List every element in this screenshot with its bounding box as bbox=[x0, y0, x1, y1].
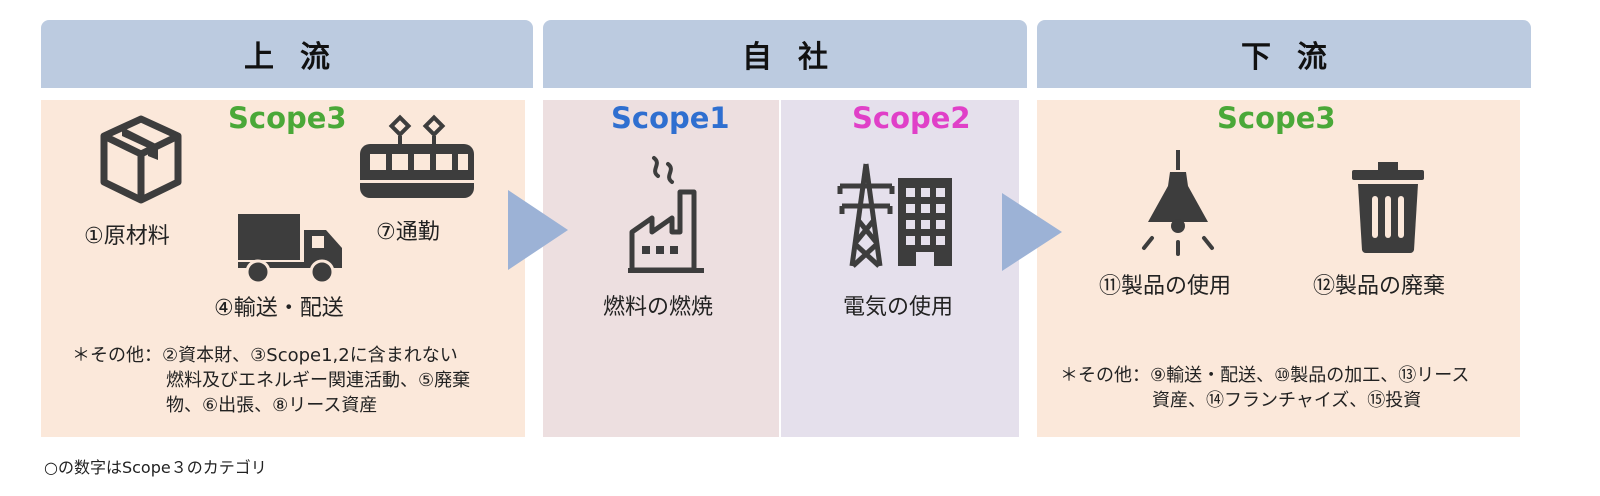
header-downstream: 下流 bbox=[1037, 20, 1531, 88]
scope3-label-downstream: Scope3 bbox=[1217, 101, 1336, 135]
item-product-disposal: ⑫製品の廃棄 bbox=[1313, 274, 1446, 299]
header-upstream: 上流 bbox=[41, 20, 533, 88]
trash-can-icon bbox=[1352, 162, 1424, 253]
item-commute: ⑦通勤 bbox=[376, 220, 440, 245]
scope2-label: Scope2 bbox=[852, 101, 971, 135]
item-electricity-use: 電気の使用 bbox=[843, 295, 954, 320]
scope1-label: Scope1 bbox=[611, 101, 730, 135]
factory-icon bbox=[628, 156, 704, 273]
downstream-note: ＊その他：⑨輸送・配送、⑩製品の加工、⑬リース 資産、⑭フランチャイズ、⑮投資 bbox=[1060, 365, 1470, 411]
item-product-use: ⑪製品の使用 bbox=[1099, 274, 1232, 299]
item-raw-materials: ①原材料 bbox=[84, 224, 170, 249]
scope3-label-upstream: Scope3 bbox=[228, 101, 347, 135]
panel-scope2 bbox=[781, 100, 1019, 437]
caption: ○の数字はScope３のカテゴリ bbox=[44, 458, 267, 477]
lamp-icon bbox=[1142, 150, 1214, 256]
truck-icon bbox=[238, 214, 342, 285]
header-company: 自社 bbox=[543, 20, 1027, 88]
train-icon bbox=[360, 114, 474, 198]
upstream-note: ＊その他：②資本財、③Scope1,2に含まれない 燃料及びエネルギー関連活動、… bbox=[72, 345, 471, 416]
panel-downstream bbox=[1037, 100, 1520, 437]
building-icon bbox=[898, 178, 952, 266]
item-transport: ④輸送・配送 bbox=[214, 296, 344, 321]
flow-arrow-icon bbox=[1002, 193, 1062, 271]
item-fuel-combustion: 燃料の燃焼 bbox=[603, 295, 714, 320]
flow-arrow-icon bbox=[508, 190, 568, 270]
power-tower-icon bbox=[837, 163, 895, 268]
box-icon bbox=[100, 115, 182, 204]
